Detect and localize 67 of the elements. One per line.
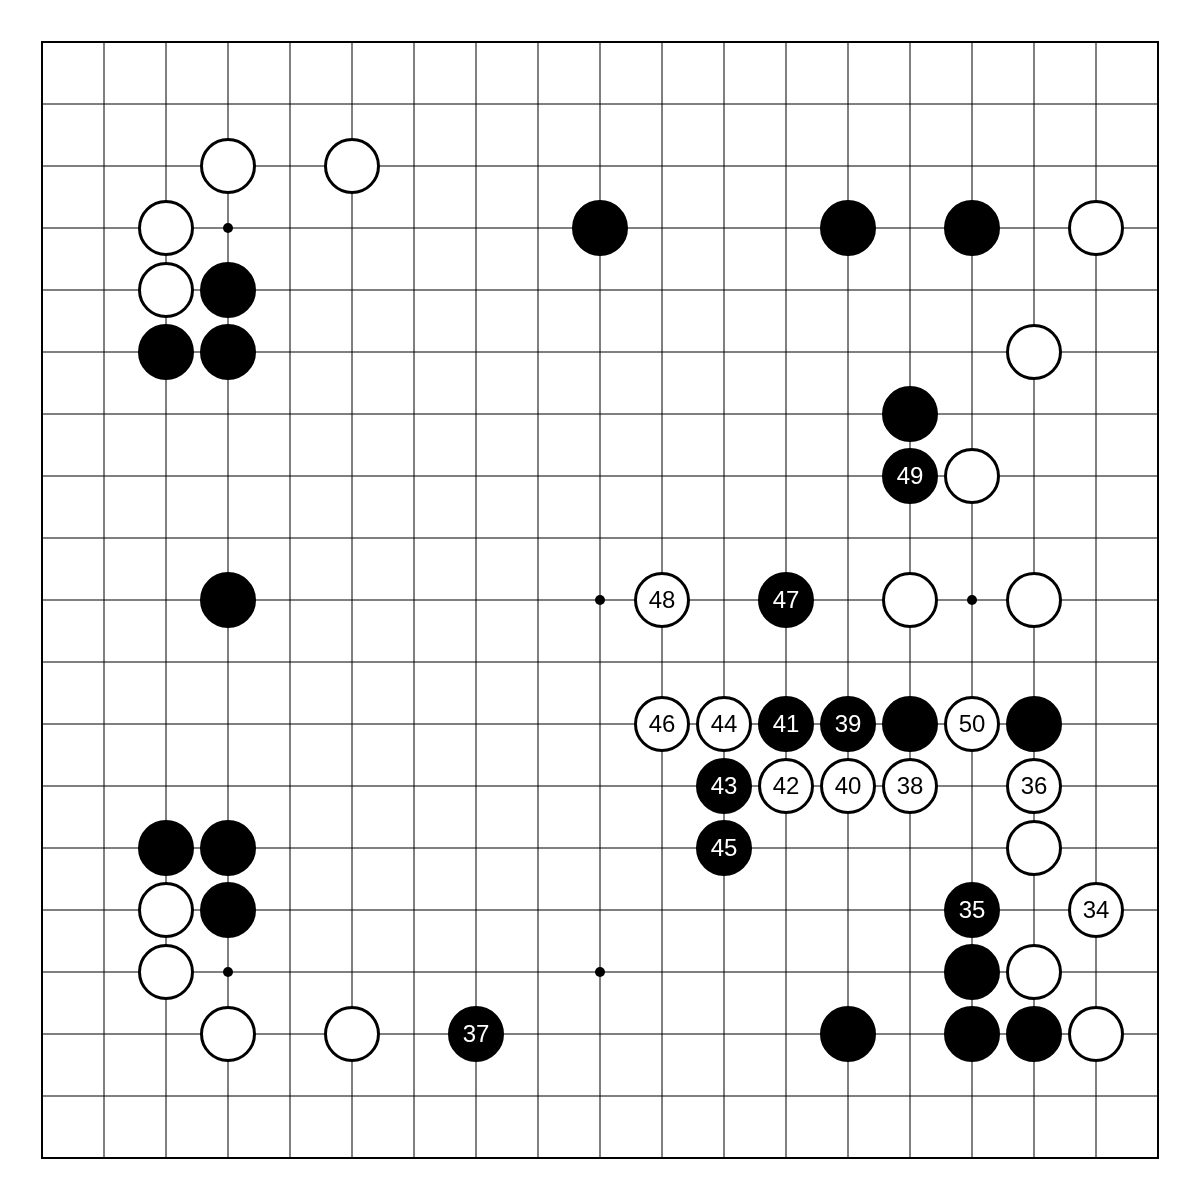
go-stone [758,572,814,628]
go-stone [820,200,876,256]
move-number: 45 [710,836,738,860]
move-number: 44 [710,712,738,736]
go-stone [944,944,1000,1000]
go-stone [1006,324,1062,380]
go-stone [200,324,256,380]
go-stone [944,448,1000,504]
go-stone [758,758,814,814]
move-number: 46 [648,712,676,736]
move-number: 49 [896,464,924,488]
go-stone [882,448,938,504]
go-stone [696,758,752,814]
go-stone [634,572,690,628]
go-stone [324,138,380,194]
move-number: 48 [648,588,676,612]
go-stone [1006,944,1062,1000]
go-stone [200,820,256,876]
go-stone [138,262,194,318]
go-stone [820,758,876,814]
move-number: 38 [896,774,924,798]
go-stone [200,1006,256,1062]
go-stone [1068,200,1124,256]
go-stone [882,696,938,752]
move-number: 42 [772,774,800,798]
move-number: 40 [834,774,862,798]
go-stone [448,1006,504,1062]
go-stone [138,944,194,1000]
go-stone [758,696,814,752]
go-stone [696,820,752,876]
go-stone [944,1006,1000,1062]
go-stone [138,324,194,380]
go-stone [200,572,256,628]
move-number: 36 [1020,774,1048,798]
move-number: 43 [710,774,738,798]
go-stone [1068,882,1124,938]
go-stone [324,1006,380,1062]
go-stone [138,882,194,938]
move-number: 50 [958,712,986,736]
go-stone [200,138,256,194]
go-stone [1006,1006,1062,1062]
go-stone [882,572,938,628]
move-number: 34 [1082,898,1110,922]
move-number: 41 [772,712,800,736]
go-stone [1068,1006,1124,1062]
go-stone [572,200,628,256]
go-stone [1006,820,1062,876]
go-stone [1006,572,1062,628]
move-number: 35 [958,898,986,922]
go-stone [634,696,690,752]
move-number: 47 [772,588,800,612]
go-stone [1006,758,1062,814]
go-stone [138,820,194,876]
go-stone [200,882,256,938]
go-stone [1006,696,1062,752]
go-stone [882,758,938,814]
go-stone [820,696,876,752]
go-stone [882,386,938,442]
go-stone [944,200,1000,256]
go-stone [820,1006,876,1062]
go-stone [138,200,194,256]
go-stone [200,262,256,318]
go-stone [944,696,1000,752]
go-stone [696,696,752,752]
move-number: 37 [462,1022,490,1046]
move-number: 39 [834,712,862,736]
go-stone [944,882,1000,938]
